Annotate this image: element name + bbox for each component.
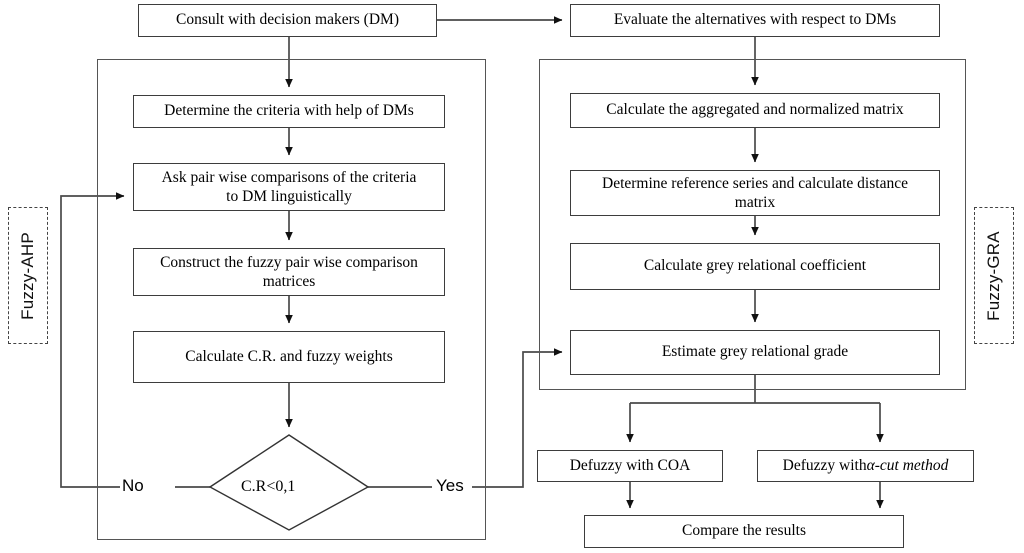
node-compare-the-results[interactable]: Compare the results [584,515,904,548]
node-grey-coefficient-label: Calculate grey relational coefficient [643,257,867,275]
node-evaluate-alternatives[interactable]: Evaluate the alternatives with respect t… [570,4,940,37]
node-decision-cr[interactable]: C.R<0,1 [241,478,295,496]
node-aggregate-label: Calculate the aggregated and normalized … [606,101,904,119]
group-label-fuzzy-gra-text: Fuzzy-GRA [984,230,1004,321]
group-label-fuzzy-ahp: Fuzzy-AHP [8,207,48,344]
edge-label-no: No [120,476,146,496]
node-consult-label: Consult with decision makers (DM) [175,11,399,29]
edge-label-yes-text: Yes [436,476,464,495]
node-calculate-cr-label: Calculate C.R. and fuzzy weights [185,347,393,365]
edge-label-no-text: No [122,476,144,495]
node-determine-criteria[interactable]: Determine the criteria with help of DMs [133,95,445,128]
node-defuzzy-alpha-italic: α-cut method [866,456,949,474]
node-defuzzy-with-alpha-cut[interactable]: Defuzzy with α-cut method [757,450,974,482]
node-evaluate-label: Evaluate the alternatives with respect t… [613,11,897,29]
node-construct-line2: matrices [262,273,316,290]
group-label-fuzzy-gra: Fuzzy-GRA [974,207,1014,344]
group-container-fuzzy-gra [539,59,966,390]
node-calculate-aggregated-normalized-matrix[interactable]: Calculate the aggregated and normalized … [570,93,940,128]
edge-label-yes: Yes [434,476,466,496]
node-calculate-cr-fuzzy-weights[interactable]: Calculate C.R. and fuzzy weights [133,331,445,383]
node-calculate-grey-relational-coefficient[interactable]: Calculate grey relational coefficient [570,243,940,290]
node-decision-label: C.R<0,1 [241,478,296,495]
node-determine-reference-series[interactable]: Determine reference series and calculate… [570,170,940,216]
node-ask-pairwise-line2: to DM linguistically [226,188,352,205]
node-reference-line2: matrix [734,194,776,211]
node-ask-pairwise-line1: Ask pair wise comparisons of the criteri… [161,168,417,186]
node-estimate-grey-relational-grade[interactable]: Estimate grey relational grade [570,330,940,375]
node-defuzzy-alpha-prefix: Defuzzy with [782,456,867,474]
node-defuzzy-with-coa[interactable]: Defuzzy with COA [537,450,723,482]
node-determine-criteria-label: Determine the criteria with help of DMs [164,102,414,120]
group-label-fuzzy-ahp-text: Fuzzy-AHP [18,231,38,320]
node-reference-line1: Determine reference series and calculate… [602,174,908,192]
node-ask-pairwise-comparisons[interactable]: Ask pair wise comparisons of the criteri… [133,163,445,211]
group-container-fuzzy-ahp [97,59,486,540]
node-defuzzy-coa-label: Defuzzy with COA [569,456,691,474]
node-grey-grade-label: Estimate grey relational grade [661,343,849,361]
node-construct-line1: Construct the fuzzy pair wise comparison [160,253,418,271]
node-consult-with-decision-makers[interactable]: Consult with decision makers (DM) [138,4,437,37]
node-construct-fuzzy-matrices[interactable]: Construct the fuzzy pair wise comparison… [133,248,445,296]
node-compare-label: Compare the results [682,522,806,540]
